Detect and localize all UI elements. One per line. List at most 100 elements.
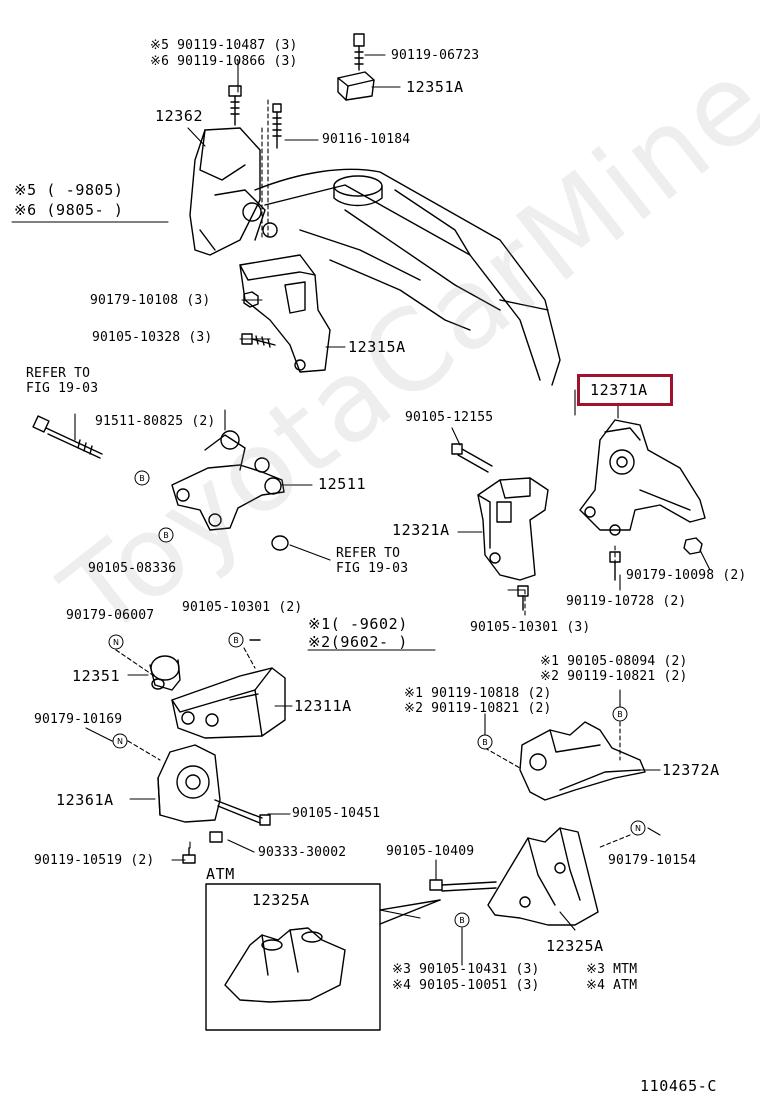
label-90105-10409[interactable]: 90105-10409 bbox=[386, 844, 475, 859]
label-90105-10301-a[interactable]: 90105-10301 (2) bbox=[182, 600, 303, 615]
bushing-refer bbox=[271, 535, 289, 551]
label-90105-10451[interactable]: 90105-10451 bbox=[292, 806, 381, 821]
label-90105-10328[interactable]: 90105-10328 (3) bbox=[92, 330, 213, 345]
bolt-90105-10451 bbox=[214, 799, 271, 826]
label-12511[interactable]: 12511 bbox=[318, 475, 367, 493]
label-s1-range: ※1( -9602) bbox=[308, 615, 408, 633]
bolt-90105-10301-b bbox=[517, 585, 529, 611]
label-refer-to-2: REFER TO bbox=[336, 546, 401, 561]
svg-text:B: B bbox=[617, 710, 623, 719]
label-s2-90119-10821-a[interactable]: ※2 90119-10821 (2) bbox=[540, 669, 688, 684]
label-90105-12155[interactable]: 90105-12155 bbox=[405, 410, 494, 425]
label-90333-30002[interactable]: 90333-30002 bbox=[258, 845, 347, 860]
bolt-90119-06723 bbox=[353, 33, 365, 71]
callout-b-3[interactable]: B bbox=[228, 632, 244, 648]
part-12371a bbox=[579, 419, 706, 536]
part-12311a bbox=[171, 667, 286, 739]
label-s5-range: ※5 ( -9805) bbox=[14, 181, 124, 199]
nut-90179-10098 bbox=[683, 537, 703, 555]
part-12361a bbox=[157, 744, 221, 823]
part-12315a bbox=[239, 254, 331, 373]
label-90179-06007[interactable]: 90179-06007 bbox=[66, 608, 155, 623]
svg-text:B: B bbox=[482, 738, 488, 747]
label-12351a[interactable]: 12351A bbox=[406, 78, 464, 96]
label-refer-fig-2: FIG 19-03 bbox=[336, 561, 409, 576]
label-12361a[interactable]: 12361A bbox=[56, 791, 114, 809]
bolt-90119-10728 bbox=[609, 551, 621, 581]
label-s2-range: ※2(9602- ) bbox=[308, 633, 408, 651]
label-12325a[interactable]: 12325A bbox=[546, 937, 604, 955]
label-90179-10098[interactable]: 90179-10098 (2) bbox=[626, 568, 747, 583]
label-90116-10184[interactable]: 90116-10184 bbox=[322, 132, 411, 147]
bolt-90119-10519 bbox=[182, 847, 196, 864]
stud-90116-10184 bbox=[272, 103, 282, 149]
bolt-90105-10409 bbox=[429, 879, 497, 892]
label-90179-10108[interactable]: 90179-10108 (3) bbox=[90, 293, 211, 308]
label-90105-08336[interactable]: 90105-08336 bbox=[88, 561, 177, 576]
bolt-90105-12155 bbox=[451, 443, 493, 473]
nut-90179-10108 bbox=[243, 291, 259, 308]
label-s6-range: ※6 (9805- ) bbox=[14, 201, 124, 219]
part-12372a bbox=[519, 721, 646, 801]
bolt-90105-10328 bbox=[241, 333, 276, 348]
callout-b-1[interactable]: B bbox=[134, 470, 150, 486]
label-atm-title: ATM bbox=[206, 865, 235, 883]
callout-b-2[interactable]: B bbox=[158, 527, 174, 543]
engine-block-outline bbox=[254, 168, 561, 386]
part-12351a bbox=[337, 71, 375, 101]
label-12371a[interactable]: 12371A bbox=[590, 381, 648, 399]
label-90179-10169[interactable]: 90179-10169 bbox=[34, 712, 123, 727]
callout-n-3[interactable]: N bbox=[630, 820, 646, 836]
part-12325a bbox=[487, 827, 599, 926]
label-12351[interactable]: 12351 bbox=[72, 667, 121, 685]
label-12311a[interactable]: 12311A bbox=[294, 697, 352, 715]
label-12372a[interactable]: 12372A bbox=[662, 761, 720, 779]
label-90105-10301-b[interactable]: 90105-10301 (3) bbox=[470, 620, 591, 635]
label-refer-to-1: REFER TO bbox=[26, 366, 91, 381]
svg-text:B: B bbox=[233, 636, 239, 645]
cap-90333-30002 bbox=[209, 831, 223, 843]
callout-b-4[interactable]: B bbox=[612, 706, 628, 722]
label-s2-90119-10821-b[interactable]: ※2 90119-10821 (2) bbox=[404, 701, 552, 716]
callout-b-6[interactable]: B bbox=[454, 912, 470, 928]
part-12511 bbox=[171, 430, 285, 531]
atm-detail-box bbox=[205, 883, 441, 1031]
label-s5-bolt: ※5 90119-10487 (3) bbox=[150, 38, 298, 53]
svg-text:N: N bbox=[113, 638, 119, 647]
svg-text:B: B bbox=[459, 916, 465, 925]
part-12351 bbox=[149, 655, 181, 691]
label-refer-fig-1: FIG 19-03 bbox=[26, 381, 99, 396]
highlighted-part-box[interactable] bbox=[577, 374, 673, 406]
label-90119-06723[interactable]: 90119-06723 bbox=[391, 48, 480, 63]
svg-text:N: N bbox=[635, 824, 641, 833]
svg-text:N: N bbox=[117, 737, 123, 746]
label-s4-90105-10051[interactable]: ※4 90105-10051 (3) bbox=[392, 978, 540, 993]
part-12362 bbox=[189, 127, 278, 256]
label-90119-10728[interactable]: 90119-10728 (2) bbox=[566, 594, 687, 609]
callout-n-1[interactable]: N bbox=[108, 634, 124, 650]
label-s3-mtm: ※3 MTM bbox=[586, 962, 638, 977]
label-91511-80825[interactable]: 91511-80825 (2) bbox=[95, 414, 216, 429]
bolt-90119-10487 bbox=[228, 85, 242, 126]
label-12362[interactable]: 12362 bbox=[155, 107, 204, 125]
callout-n-2[interactable]: N bbox=[112, 733, 128, 749]
callout-b-5[interactable]: B bbox=[477, 734, 493, 750]
svg-text:B: B bbox=[163, 531, 169, 540]
part-12321a bbox=[477, 477, 549, 581]
label-s1-90105-08094[interactable]: ※1 90105-08094 (2) bbox=[540, 654, 688, 669]
diagram-code: 110465-C bbox=[640, 1077, 718, 1095]
svg-text:B: B bbox=[139, 474, 145, 483]
label-90179-10154[interactable]: 90179-10154 bbox=[608, 853, 697, 868]
label-12315a[interactable]: 12315A bbox=[348, 338, 406, 356]
label-s3-90105-10431[interactable]: ※3 90105-10431 (3) bbox=[392, 962, 540, 977]
label-s6-bolt: ※6 90119-10866 (3) bbox=[150, 54, 298, 69]
label-12321a[interactable]: 12321A bbox=[392, 521, 450, 539]
label-90119-10519[interactable]: 90119-10519 (2) bbox=[34, 853, 155, 868]
label-s1-90119-10818[interactable]: ※1 90119-10818 (2) bbox=[404, 686, 552, 701]
bolt-91511-80825 bbox=[32, 415, 103, 459]
label-s4-atm: ※4 ATM bbox=[586, 978, 638, 993]
label-12325a-atm[interactable]: 12325A bbox=[252, 891, 310, 909]
